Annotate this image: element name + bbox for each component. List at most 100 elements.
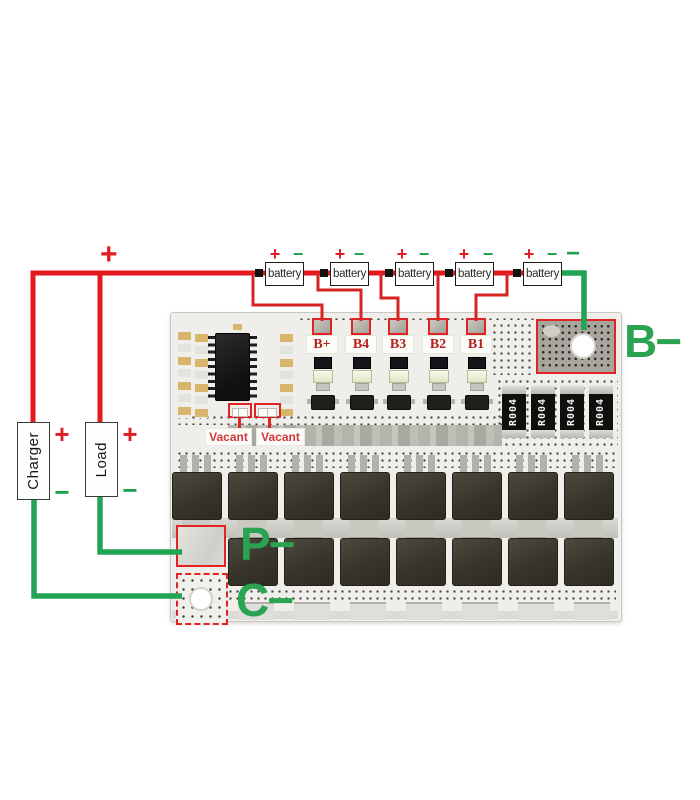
- battery-label: battery: [525, 268, 560, 280]
- ic-chip: [215, 333, 250, 401]
- vacant-pad: [254, 403, 281, 418]
- vacant-pad: [228, 403, 252, 418]
- mosfet: [452, 472, 502, 520]
- battery-terminal-dot: [513, 269, 521, 277]
- battery-2-minus-sign: −: [353, 244, 365, 264]
- battery-5-minus-sign: −: [546, 244, 558, 264]
- smd-resistor: [353, 357, 371, 369]
- smd-capacitor: [233, 324, 242, 330]
- shunt-resistor: R004: [560, 386, 584, 438]
- battery-1-plus-sign: +: [269, 244, 281, 264]
- smd-resistor: [468, 357, 486, 369]
- board-bottom-edge: [172, 611, 618, 619]
- pack-negative-sign: −: [566, 240, 581, 267]
- charger-negative-wire: [31, 495, 182, 599]
- mosfet: [284, 538, 334, 586]
- c-minus-terminal-label: C−: [236, 574, 294, 626]
- shunt-resistor: R004: [589, 386, 613, 438]
- mosfet-legs: [516, 455, 547, 472]
- battery-4-minus-sign: −: [482, 244, 494, 264]
- mosfet: [228, 472, 278, 520]
- charger-label: Charger: [25, 432, 42, 490]
- mosfet-tab: [518, 519, 546, 539]
- vacant-pointer-line: [238, 417, 241, 429]
- dot-grid: [174, 412, 502, 425]
- load-label: Load: [93, 441, 110, 478]
- mosfet: [172, 472, 222, 520]
- c-minus-hole: [189, 587, 213, 611]
- load-minus-sign: −: [122, 475, 138, 505]
- p-minus-terminal-label: P−: [240, 518, 296, 570]
- battery-label: battery: [332, 268, 367, 280]
- smd-component-column: [178, 332, 191, 418]
- mosfet-tab: [406, 519, 434, 539]
- mosfet: [396, 472, 446, 520]
- solder-pad: [518, 602, 554, 620]
- load-plus-sign: +: [122, 419, 138, 449]
- battery-3: battery: [395, 262, 434, 286]
- balance-pad-b4: [351, 318, 371, 335]
- battery-2-plus-sign: +: [334, 244, 346, 264]
- battery-terminal-dot: [255, 269, 263, 277]
- mosfet-legs: [572, 455, 603, 472]
- battery-3-minus-sign: −: [418, 244, 430, 264]
- battery-4: battery: [455, 262, 494, 286]
- balance-pad-label: B4: [346, 336, 376, 353]
- mosfet-legs: [404, 455, 435, 472]
- mosfet: [508, 472, 558, 520]
- mosfet: [508, 538, 558, 586]
- led: [389, 370, 409, 383]
- battery-2: battery: [330, 262, 369, 286]
- vacant-label: Vacant: [257, 429, 304, 445]
- smd-component-column: [195, 334, 208, 418]
- mosfet: [396, 538, 446, 586]
- led: [467, 370, 487, 383]
- transistor: [346, 395, 378, 410]
- solder-blob: [543, 325, 560, 337]
- solder-pad: [294, 602, 330, 620]
- mosfet-legs: [292, 455, 323, 472]
- smd-component: [470, 383, 484, 391]
- balance-pad-label: B2: [423, 336, 453, 353]
- charger-plus-sign: +: [54, 419, 70, 449]
- pack-positive-sign: +: [100, 238, 118, 271]
- smd-resistor: [430, 357, 448, 369]
- smd-component-column: [280, 334, 293, 416]
- smd-resistor: [314, 357, 332, 369]
- transistor: [423, 395, 455, 410]
- shunt-resistor: R004: [531, 386, 555, 438]
- shunt-resistor: R004: [502, 386, 526, 438]
- balance-pad-b2: [428, 318, 448, 335]
- mosfet-tab: [574, 519, 602, 539]
- vacant-pointer-line: [268, 417, 271, 429]
- transistor: [461, 395, 493, 410]
- shunt-resistor-label: R004: [595, 397, 606, 427]
- smd-resistor: [390, 357, 408, 369]
- balance-pad-b1: [466, 318, 486, 335]
- battery-terminal-dot: [445, 269, 453, 277]
- smd-component: [432, 383, 446, 391]
- balance-pad-b3: [388, 318, 408, 335]
- led: [429, 370, 449, 383]
- mosfet: [228, 538, 278, 586]
- solder-pad: [574, 602, 610, 620]
- battery-label: battery: [267, 268, 302, 280]
- balance-pad-label: B+: [307, 336, 337, 353]
- led: [352, 370, 372, 383]
- pad: [238, 408, 248, 417]
- mosfet-tab: [350, 519, 378, 539]
- mosfet-tab-band: [172, 518, 618, 538]
- shunt-resistor-label: R004: [537, 397, 548, 427]
- mosfet: [564, 472, 614, 520]
- balance-pad-b-plus: [312, 318, 332, 335]
- battery-1-minus-sign: −: [292, 244, 304, 264]
- mosfet: [284, 472, 334, 520]
- mosfet-legs: [460, 455, 491, 472]
- pad: [267, 408, 277, 417]
- solder-pad: [462, 602, 498, 620]
- smd-component: [392, 383, 406, 391]
- mosfet-tab: [462, 519, 490, 539]
- load-box: Load: [85, 422, 118, 497]
- charger-minus-sign: −: [54, 477, 70, 507]
